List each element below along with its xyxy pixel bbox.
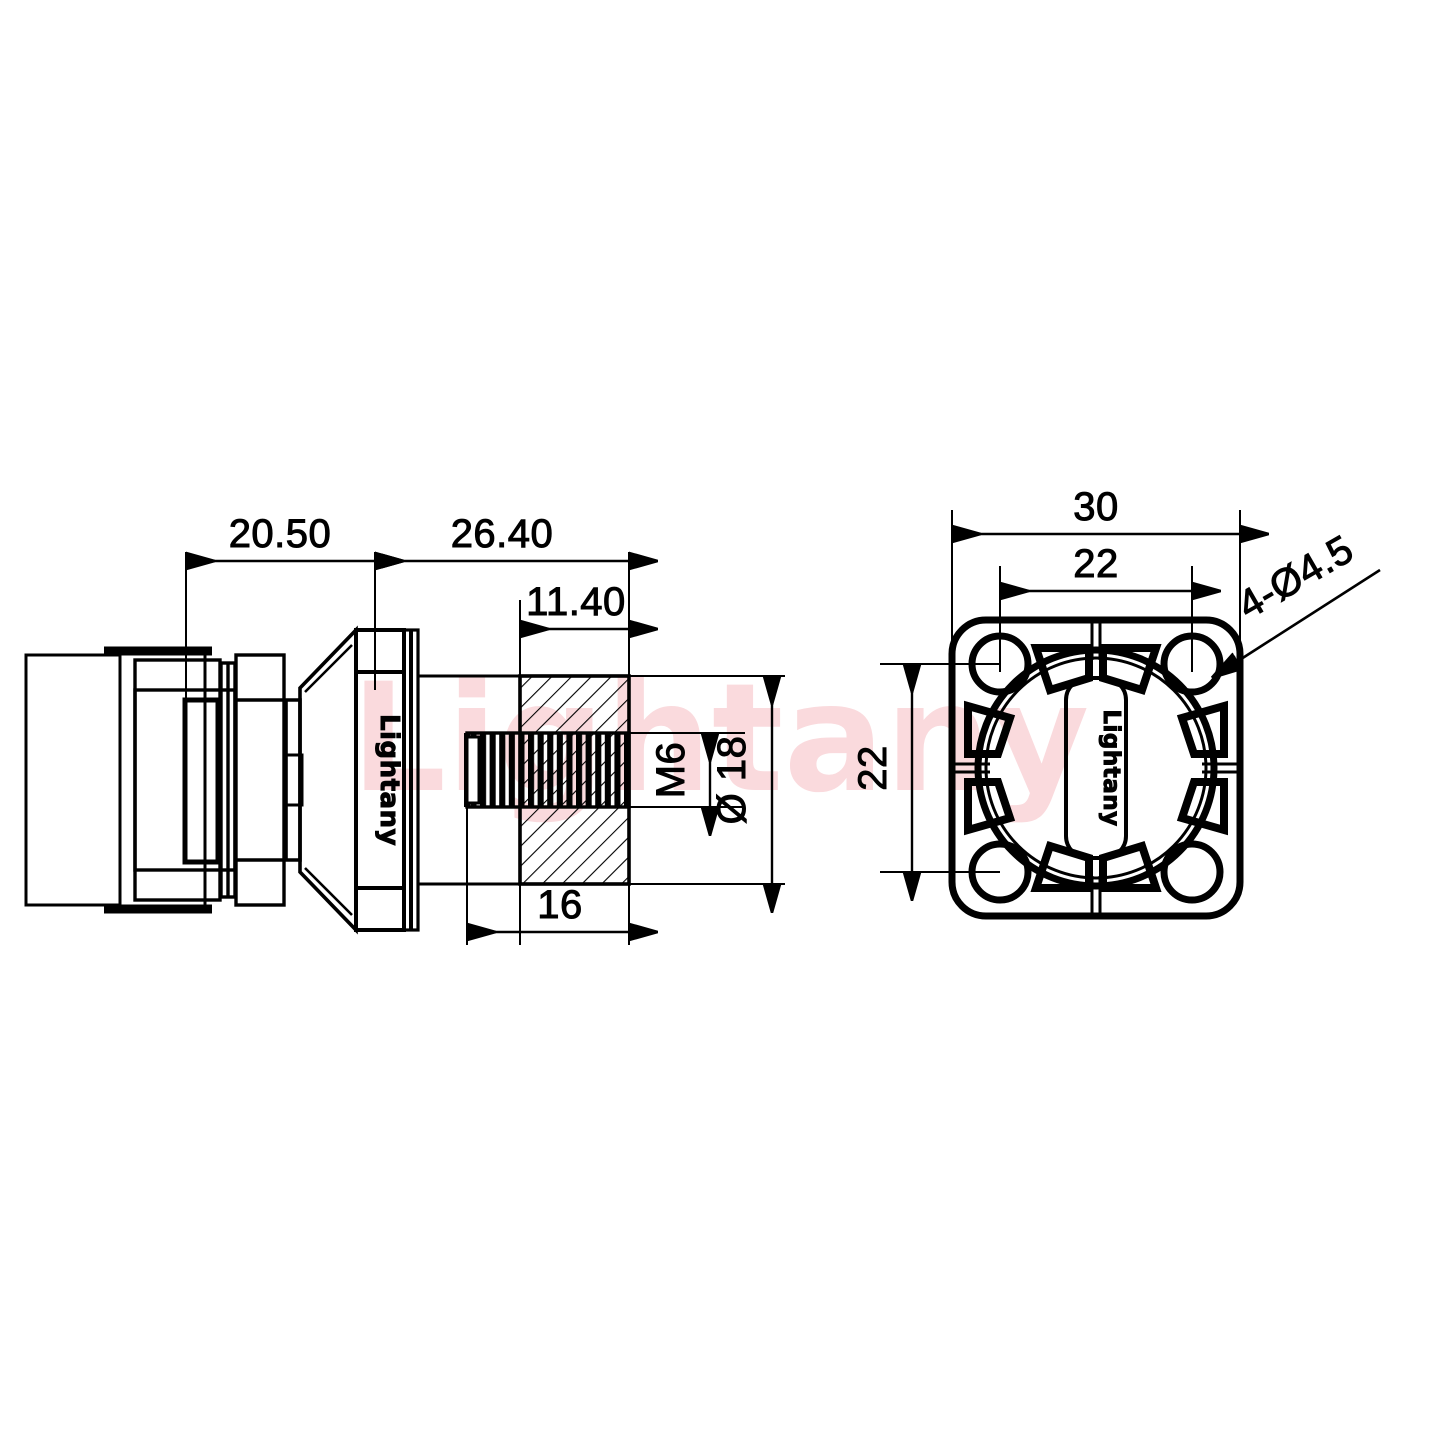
dimension-label-dia-18: Ø 18 — [710, 736, 754, 825]
side-view-group: Lightany — [24, 512, 785, 945]
dimension-label-16: 16 — [537, 883, 583, 927]
retention-tab — [1099, 644, 1162, 695]
body-circle — [974, 646, 1218, 890]
collar-ring — [219, 653, 286, 907]
label-plate — [1064, 676, 1128, 860]
leader-line-4-dia-4p5 — [1238, 568, 1381, 661]
dimension-label-20-50: 20.50 — [229, 512, 332, 556]
front-view-group: Lightany — [851, 485, 1381, 920]
front-extension-lines — [880, 510, 1241, 873]
retention-tab — [1176, 700, 1228, 758]
dimension-dia-18 — [629, 675, 785, 885]
dimension-label-22-horizontal: 22 — [1073, 542, 1119, 586]
rear-body — [24, 646, 207, 914]
center-seam — [952, 620, 1240, 916]
seal-bands — [104, 646, 212, 914]
mounting-hole — [1160, 840, 1224, 904]
retention-tabs — [964, 644, 1228, 892]
annotation-label-4-dia-4p5: 4-Ø4.5 — [1231, 527, 1362, 628]
dimension-label-11-40: 11.40 — [526, 580, 626, 624]
retention-tab — [1099, 841, 1162, 892]
dimension-label-m6: M6 — [649, 742, 693, 799]
flange-outline — [948, 616, 1244, 920]
flange-skirt — [284, 625, 358, 935]
mounting-holes — [968, 632, 1224, 904]
retention-tab — [964, 700, 1016, 758]
side-view-logo-text: Lightany — [374, 714, 404, 846]
dimension-m6 — [629, 732, 745, 808]
dimension-label-30: 30 — [1073, 485, 1119, 529]
dimension-label-26-40: 26.40 — [451, 512, 554, 556]
side-extension-lines — [185, 552, 630, 945]
front-view-logo-text: Lightany — [1098, 709, 1124, 826]
dimension-label-22-vertical: 22 — [851, 745, 895, 791]
threaded-stud — [464, 731, 631, 809]
